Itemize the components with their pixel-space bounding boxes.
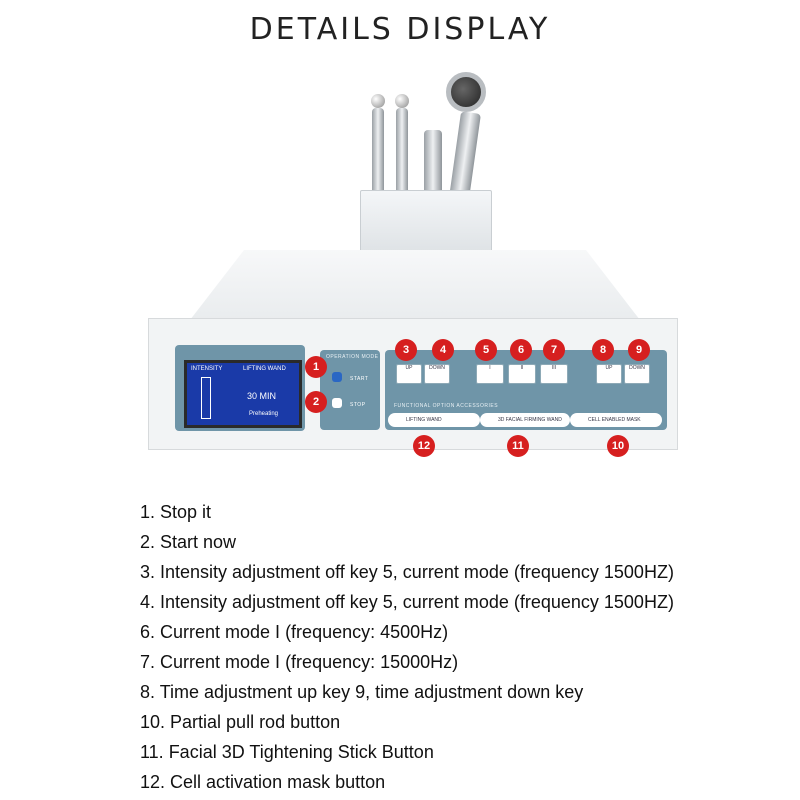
- option-cell-enabled-mask[interactable]: CELL ENABLED MASK: [570, 413, 662, 427]
- marker-5: 5: [475, 339, 497, 361]
- accessories-label: FUNCTIONAL OPTION ACCESSORIES: [394, 403, 499, 409]
- stop-button[interactable]: [332, 398, 342, 408]
- list-item: 2. Start now: [140, 532, 237, 552]
- operation-panel: [320, 350, 380, 430]
- time-up-label: UP: [605, 365, 613, 371]
- page-title: DETAILS DISPLAY: [249, 12, 551, 47]
- list-item: 6. Current mode I (frequency: 4500Hz): [140, 622, 449, 642]
- list-item: 12. Cell activation mask button: [140, 772, 386, 792]
- freq-key-3[interactable]: III: [540, 364, 568, 384]
- marker-12: 12: [413, 435, 435, 457]
- screen-intensity-label: INTENSITY: [191, 366, 223, 372]
- marker-1: 1: [305, 356, 327, 378]
- freq-key-2[interactable]: II: [508, 364, 536, 384]
- freq-key-2-label: II: [520, 365, 524, 371]
- screen-status: Preheating: [249, 411, 279, 417]
- list-item: 10. Partial pull rod button: [140, 712, 341, 732]
- marker-11: 11: [507, 435, 529, 457]
- marker-7: 7: [543, 339, 565, 361]
- screen-mode-label: LIFTING WAND: [243, 366, 286, 372]
- time-up-key[interactable]: UP: [596, 364, 622, 384]
- marker-8: 8: [592, 339, 614, 361]
- change-up-label: UP: [405, 365, 413, 371]
- time-down-key[interactable]: DOWN: [624, 364, 650, 384]
- wand-2-tip: [395, 94, 409, 108]
- option-lifting-wand[interactable]: LIFTING WAND: [388, 413, 480, 427]
- list-item: 11. Facial 3D Tightening Stick Button: [140, 742, 434, 762]
- operation-mode-label: OPERATION MODE: [326, 354, 379, 360]
- list-item: 1. Stop it: [140, 502, 212, 522]
- screen-time: 30 MIN: [247, 391, 277, 401]
- marker-6: 6: [510, 339, 532, 361]
- change-down-key[interactable]: DOWN: [424, 364, 450, 384]
- marker-4: 4: [432, 339, 454, 361]
- wand-4-head: [446, 72, 486, 112]
- stop-label: STOP: [350, 402, 366, 408]
- list-item: 3. Intensity adjustment off key 5, curre…: [140, 562, 674, 582]
- freq-key-1-label: I: [489, 365, 491, 371]
- list-item: 8. Time adjustment up key 9, time adjust…: [140, 682, 584, 702]
- marker-9: 9: [628, 339, 650, 361]
- list-item: 4. Intensity adjustment off key 5, curre…: [140, 592, 674, 612]
- change-down-label: DOWN: [429, 365, 445, 371]
- list-item: 7. Current mode I (frequency: 15000Hz): [140, 652, 459, 672]
- machine-top: [190, 250, 640, 320]
- freq-key-3-label: III: [551, 365, 557, 371]
- start-label: START: [350, 376, 369, 382]
- marker-10: 10: [607, 435, 629, 457]
- marker-3: 3: [395, 339, 417, 361]
- lcd-screen: INTENSITY LIFTING WAND 30 MIN Preheating: [184, 360, 302, 428]
- freq-key-1[interactable]: I: [476, 364, 504, 384]
- wand-stand: [360, 190, 492, 252]
- time-down-label: DOWN: [629, 365, 645, 371]
- marker-2: 2: [305, 391, 327, 413]
- change-up-key[interactable]: UP: [396, 364, 422, 384]
- button-description-list: 1. Stop it 2. Start now 3. Intensity adj…: [140, 497, 674, 797]
- wand-1-tip: [371, 94, 385, 108]
- start-button[interactable]: [332, 372, 342, 382]
- option-3d-facial-firming-wand[interactable]: 3D FACIAL FIRMING WAND: [480, 413, 570, 427]
- intensity-bar: [201, 377, 211, 419]
